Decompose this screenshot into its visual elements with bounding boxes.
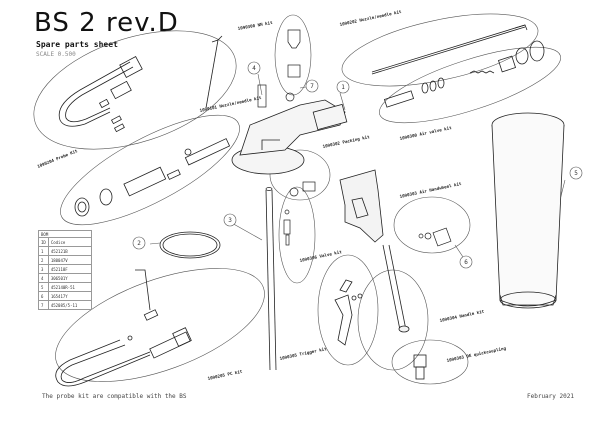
oring: [159, 231, 221, 259]
kit-outline-needle: [341, 13, 539, 87]
bom-col-id: ID: [38, 237, 49, 247]
callout-1: 1: [341, 84, 345, 91]
kit-label-nozzle-a: 1090101 Nozzle/needle kit: [199, 95, 262, 113]
air-valve-kit-parts: [383, 40, 545, 108]
kit-label-quickcoupling: 1090303 DE quickcoupling: [446, 345, 507, 363]
bom-header: BOM: [38, 230, 92, 238]
kit-label-packing: 1090302 Packing kit: [322, 134, 370, 149]
callout-circle-1: [336, 80, 350, 94]
kit-label-handle: 1090304 Handle kit: [439, 309, 485, 323]
footer-date: February 2021: [527, 393, 574, 400]
callout-2: 2: [137, 240, 141, 247]
drawing-title: BS 2 rev.D: [34, 8, 179, 38]
kit-outline-air-valve: [379, 46, 561, 124]
callout-circle-2: [132, 236, 146, 250]
kit-outline-trigger: [317, 254, 379, 366]
reservoir-cup: [491, 112, 565, 309]
kit-label-needle: 1090202 Nozzle/needle kit: [339, 9, 402, 27]
handwheel-kit-parts: [418, 227, 452, 247]
callouts: [132, 61, 583, 269]
callout-4: 4: [252, 65, 256, 72]
callout-circle-7: [305, 79, 319, 93]
trigger-kit-parts: [334, 279, 363, 346]
callout-3: 3: [228, 217, 232, 224]
packing-kit-parts: [289, 181, 316, 197]
kit-outline-nn: [274, 14, 312, 96]
kit-outline-quickcoupling: [391, 339, 469, 385]
kit-labels: 1090204 Probe Kit 1090300 NN kit 1090202…: [37, 9, 507, 381]
callout-circle-4: [247, 61, 261, 75]
bom-col-code: Codice: [47, 237, 92, 247]
callout-circle-5: [569, 166, 583, 180]
callout-7: 7: [310, 83, 314, 90]
kit-outline-handle: [357, 269, 429, 371]
kit-label-nn: 1090300 NN kit: [237, 20, 273, 31]
handle-grip: [339, 169, 410, 333]
kit-label-handwheel: 1090303 Air Handwheel kit: [399, 181, 462, 199]
gun-body: [231, 99, 348, 175]
kit-outline-packing: [269, 149, 331, 201]
callout-circle-3: [223, 213, 237, 227]
kit-label-probe: 1090204 Probe Kit: [37, 148, 79, 169]
kit-outline-nozzle-a: [60, 114, 240, 226]
drawing-subtitle: Spare parts sheet: [36, 40, 118, 49]
drawing-scale: SCALE 0.500: [36, 51, 76, 58]
small-parts-nn: [257, 29, 301, 108]
needle-kit-parts: [371, 24, 528, 75]
nozzle-kit-parts: [74, 138, 231, 217]
kit-outline-handwheel: [393, 196, 471, 254]
kit-label-air-valve: 1090300 Air valve kit: [399, 125, 452, 141]
kit-label-valve: 1090306 Valve kit: [299, 249, 342, 263]
kit-outline-valve: [278, 186, 316, 284]
footer-note: The probe kit are compatible with the BS: [42, 393, 187, 400]
kit-outline-probe: [33, 30, 237, 150]
probe-rod: [265, 187, 277, 371]
probe-kit-parts: [58, 35, 223, 133]
quickcoupling-parts: [413, 354, 427, 380]
callout-6: 6: [464, 259, 468, 266]
kit-label-trigger: 1090305 Trigger kit: [279, 346, 327, 361]
callout-circle-6: [459, 255, 473, 269]
callout-numbers: 1 2 3 4 5 6 7: [137, 65, 578, 266]
kit-label-pc: 1090205 PC kit: [207, 369, 243, 381]
callout-5: 5: [574, 170, 578, 177]
valve-kit-parts: [283, 209, 291, 246]
pc-kit-parts: [55, 269, 192, 387]
kit-outline-pc: [55, 268, 265, 382]
